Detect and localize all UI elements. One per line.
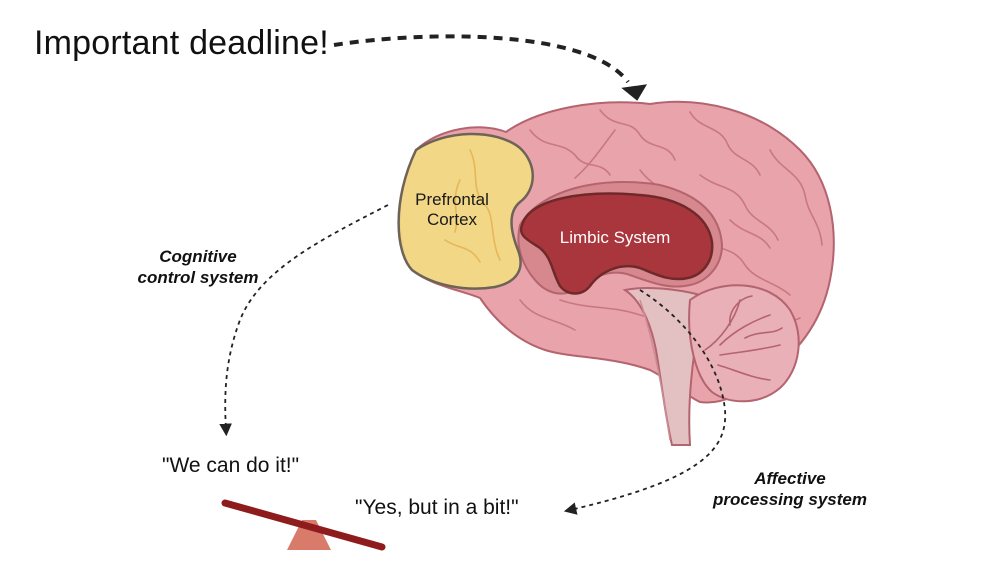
seesaw-pivot — [287, 520, 331, 550]
affective-label-line2: processing system — [712, 490, 867, 509]
page-title: Important deadline! — [34, 24, 329, 62]
cerebellum-shape — [688, 284, 800, 403]
prefrontal-cortex-label: Prefrontal Cortex — [400, 190, 504, 230]
affective-label-line1: Affective — [754, 469, 826, 488]
brain-illustration — [397, 100, 835, 446]
cerebellum-arbor — [704, 295, 783, 381]
limbic-system-shape — [519, 192, 714, 295]
prefrontal-label-line1: Prefrontal — [415, 190, 489, 209]
brain-gyri — [519, 109, 823, 331]
affective-processing-arrow — [563, 289, 727, 515]
deadline-arrow — [333, 34, 648, 101]
prefrontal-cortex-shape — [397, 132, 534, 290]
cognitive-control-arrow — [219, 204, 389, 437]
cognitive-label-line2: control system — [137, 268, 259, 287]
positive-quote: "We can do it!" — [162, 454, 300, 477]
cognitive-label-line1: Cognitive — [159, 247, 237, 266]
prefrontal-label-line2: Cortex — [426, 210, 478, 229]
seesaw-plank — [221, 499, 386, 551]
seesaw-icon — [221, 499, 386, 551]
limbic-system-label: Limbic System — [559, 228, 671, 247]
cognitive-control-label: Cognitive control system — [118, 246, 278, 288]
procrastination-quote: "Yes, but in a bit!" — [355, 496, 519, 519]
affective-processing-label: Affective processing system — [690, 468, 890, 510]
